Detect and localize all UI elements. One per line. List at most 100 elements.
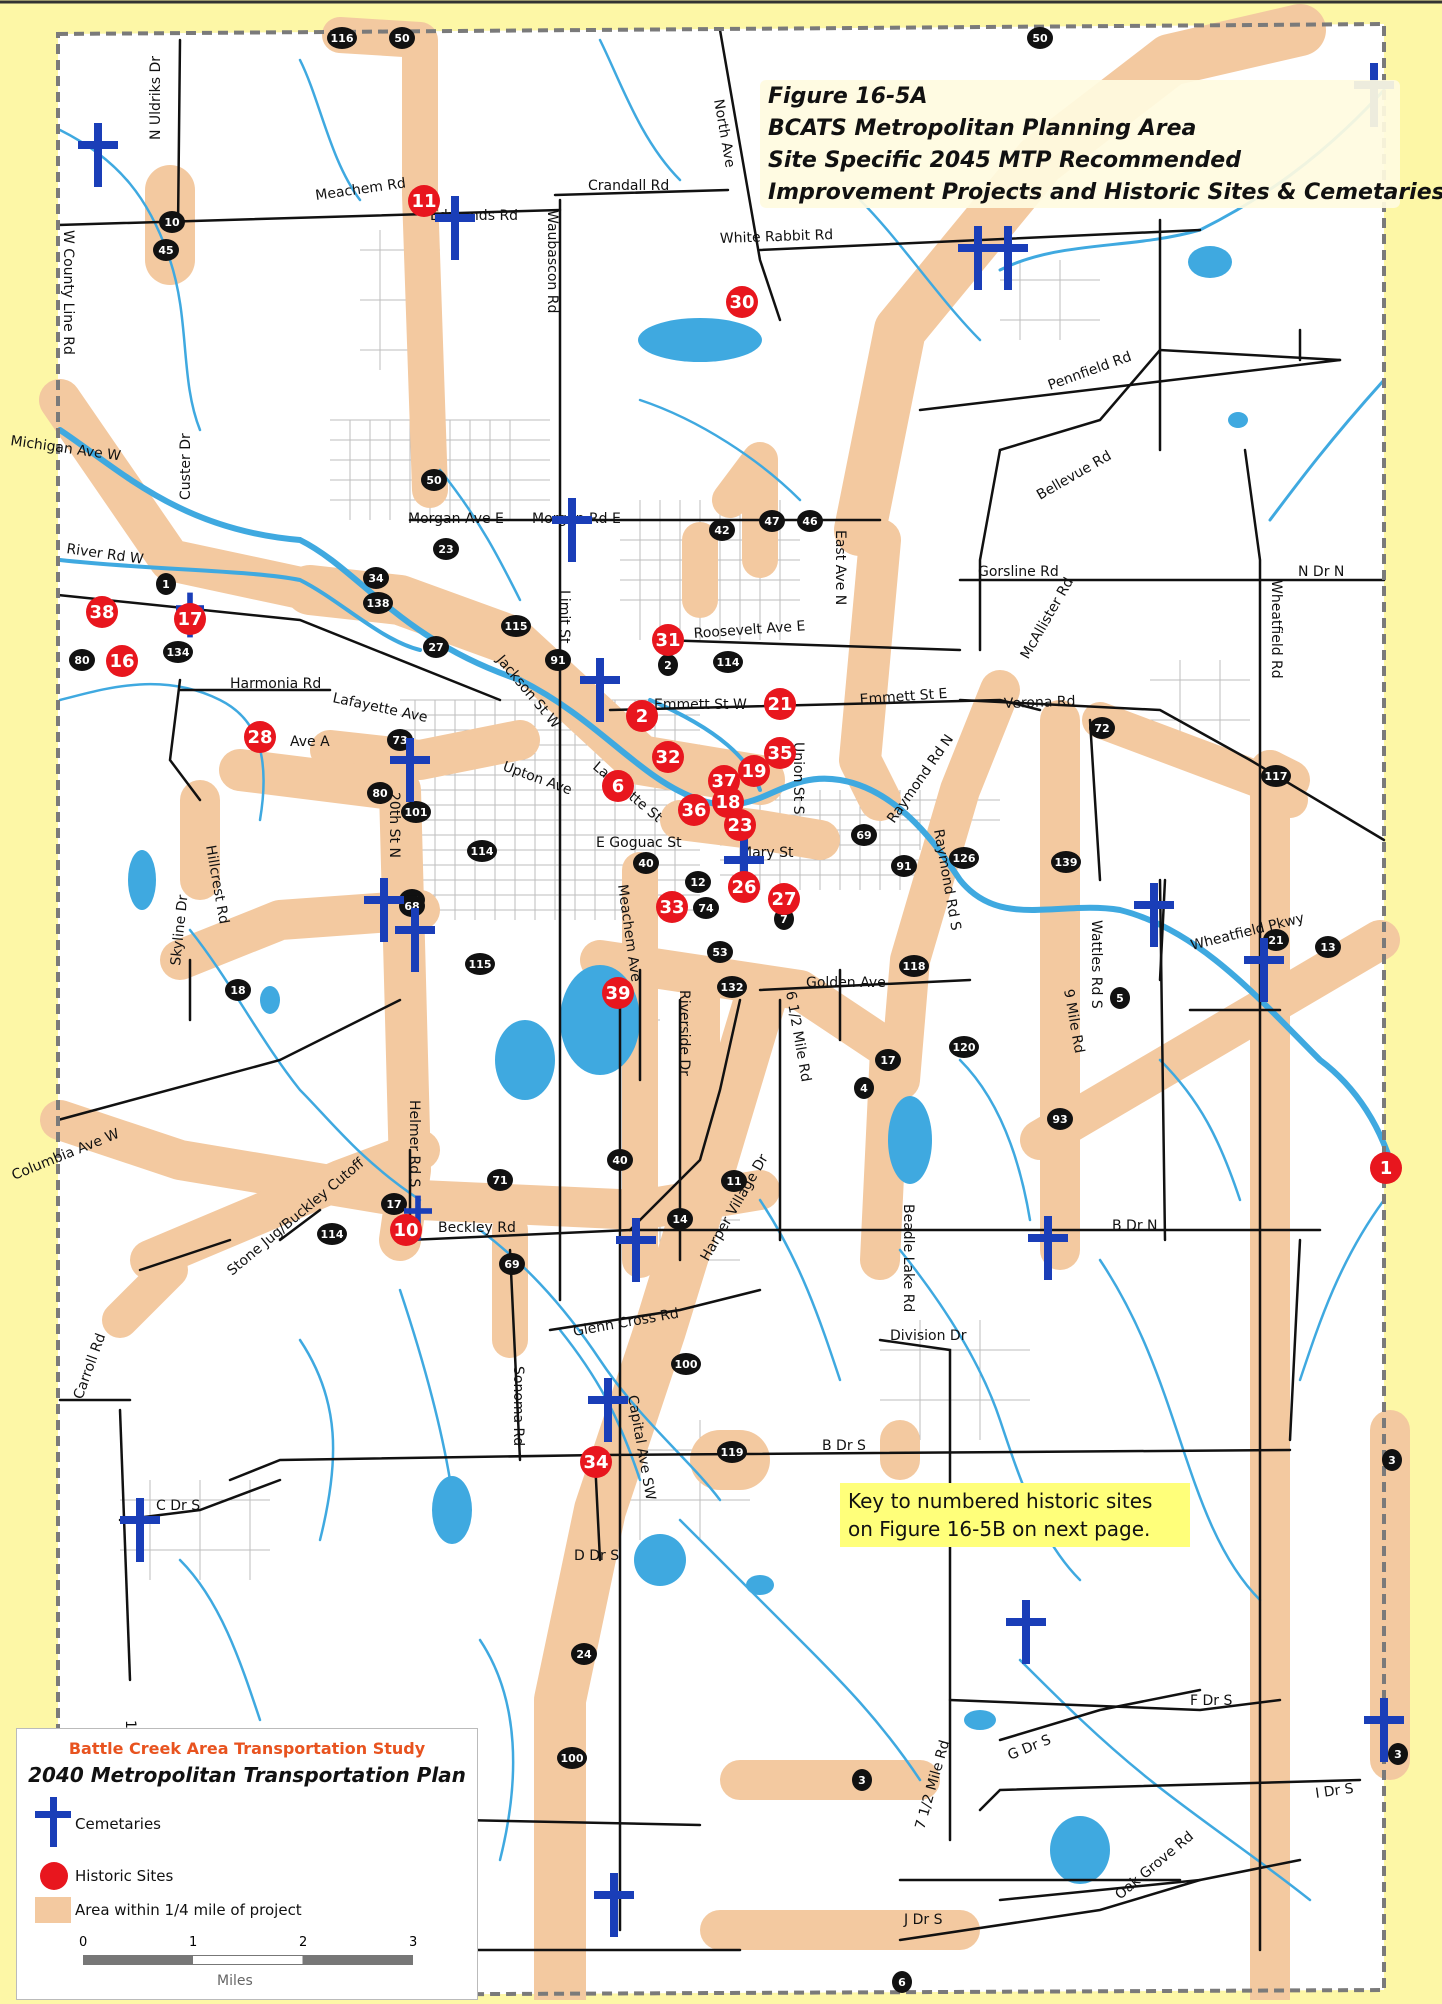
road-label: Waubascon Rd bbox=[544, 210, 560, 313]
road-label: Limit St bbox=[556, 590, 572, 644]
route-number: 91 bbox=[896, 860, 911, 873]
route-marker: 115 bbox=[465, 953, 495, 975]
route-marker: 101 bbox=[401, 801, 431, 823]
route-marker: 21 bbox=[1263, 929, 1289, 951]
historic-site-number: 35 bbox=[767, 743, 792, 764]
historic-site-number: 38 bbox=[89, 602, 114, 623]
historic-site-number: 21 bbox=[767, 694, 792, 715]
scale-tick-2: 2 bbox=[299, 1935, 308, 1950]
road-label: I Dr S bbox=[1314, 1781, 1354, 1802]
road-label: Golden Ave bbox=[806, 975, 886, 991]
route-marker: 50 bbox=[389, 27, 415, 49]
road-label: Crandall Rd bbox=[588, 178, 669, 194]
route-number: 2 bbox=[664, 659, 672, 672]
route-number: 120 bbox=[953, 1041, 976, 1054]
road-label: Emmett St W bbox=[654, 697, 747, 713]
legend-label-historic: Historic Sites bbox=[75, 1867, 174, 1885]
road-label: Beadle Lake Rd bbox=[900, 1204, 916, 1312]
route-number: 4 bbox=[860, 1082, 868, 1095]
route-number: 23 bbox=[438, 543, 453, 556]
road-label: Verona Rd bbox=[1004, 694, 1076, 712]
cemetery-cross-icon bbox=[594, 1873, 634, 1937]
route-marker: 114 bbox=[317, 1223, 347, 1245]
historic-site-number: 1 bbox=[1380, 1158, 1393, 1179]
cemetery-cross-icon bbox=[552, 498, 592, 562]
route-marker: 27 bbox=[423, 636, 449, 658]
route-number: 53 bbox=[712, 946, 727, 959]
historic-site-number: 11 bbox=[411, 191, 436, 212]
route-marker: 3 bbox=[852, 1769, 872, 1791]
figure-subtitle-2: Site Specific 2045 MTP Recommended bbox=[768, 148, 1241, 173]
legend: Battle Creek Area Transportation Study 2… bbox=[16, 1728, 478, 2000]
figure-title: Figure 16-5A bbox=[768, 84, 928, 109]
route-marker: 53 bbox=[707, 941, 733, 963]
road-label: Gorsline Rd bbox=[978, 564, 1059, 580]
title-box bbox=[760, 80, 1400, 208]
historic-site-number: 26 bbox=[731, 877, 756, 898]
route-number: 45 bbox=[158, 244, 173, 257]
route-number: 12 bbox=[690, 876, 705, 889]
route-number: 71 bbox=[492, 1174, 507, 1187]
route-number: 93 bbox=[1052, 1113, 1067, 1126]
road-label: Custer Dr bbox=[178, 433, 194, 500]
route-marker: 139 bbox=[1051, 851, 1081, 873]
route-number: 114 bbox=[321, 1228, 344, 1241]
route-marker: 118 bbox=[899, 955, 929, 977]
route-marker: 42 bbox=[709, 519, 735, 541]
route-number: 3 bbox=[858, 1774, 866, 1787]
route-marker: 74 bbox=[693, 897, 719, 919]
route-marker: 40 bbox=[633, 852, 659, 874]
route-number: 3 bbox=[1394, 1748, 1402, 1761]
route-number: 80 bbox=[74, 654, 90, 667]
route-marker: 11 bbox=[721, 1170, 747, 1192]
route-marker: 100 bbox=[671, 1353, 701, 1375]
route-number: 1 bbox=[162, 578, 170, 591]
cemetery-cross-icon bbox=[616, 1218, 656, 1282]
route-marker: 4 bbox=[854, 1077, 874, 1099]
route-number: 40 bbox=[612, 1154, 628, 1167]
historic-site-number: 18 bbox=[715, 792, 740, 813]
route-marker: 18 bbox=[225, 979, 251, 1001]
route-marker: 34 bbox=[363, 567, 389, 589]
cemetery-cross-icon bbox=[724, 838, 764, 902]
route-number: 50 bbox=[1032, 32, 1048, 45]
route-number: 116 bbox=[331, 32, 354, 45]
route-number: 13 bbox=[1320, 941, 1335, 954]
route-number: 47 bbox=[764, 515, 779, 528]
route-number: 101 bbox=[405, 806, 428, 819]
historic-site-number: 2 bbox=[636, 706, 649, 727]
route-number: 73 bbox=[392, 734, 407, 747]
route-marker: 24 bbox=[571, 1643, 597, 1665]
historic-site-number: 34 bbox=[583, 1452, 608, 1473]
road-label: C Dr S bbox=[156, 1498, 200, 1514]
route-number: 21 bbox=[1268, 934, 1283, 947]
road-label: Beckley Rd bbox=[438, 1220, 516, 1236]
route-number: 100 bbox=[561, 1752, 584, 1765]
historic-site-marker: 19 bbox=[738, 755, 770, 787]
route-number: 11 bbox=[726, 1175, 741, 1188]
map-border bbox=[56, 21, 1386, 1999]
route-marker: 46 bbox=[797, 510, 823, 532]
route-number: 7 bbox=[780, 913, 788, 926]
route-marker: 45 bbox=[153, 239, 179, 261]
historic-site-marker: 30 bbox=[726, 286, 758, 318]
cemetery-cross-icon bbox=[78, 123, 118, 187]
route-marker: 6 bbox=[892, 1971, 912, 1993]
route-number: 69 bbox=[504, 1258, 519, 1271]
historic-site-marker: 1 bbox=[1370, 1152, 1402, 1184]
route-marker: 134 bbox=[163, 641, 193, 663]
historic-site-number: 23 bbox=[727, 815, 752, 836]
road-label: Roosevelt Ave E bbox=[693, 618, 806, 642]
route-marker: 13 bbox=[1315, 936, 1341, 958]
route-marker: 120 bbox=[949, 1036, 979, 1058]
historic-site-number: 32 bbox=[655, 747, 680, 768]
legend-historic-icon bbox=[40, 1862, 68, 1890]
route-number: 126 bbox=[953, 852, 976, 865]
road-label: Wattles Rd S bbox=[1088, 920, 1104, 1009]
historic-site-marker: 21 bbox=[764, 688, 796, 720]
cemetery-cross-icon bbox=[1028, 1216, 1068, 1280]
route-marker: 93 bbox=[1047, 1108, 1073, 1130]
legend-label-buffer: Area within 1/4 mile of project bbox=[75, 1901, 302, 1919]
